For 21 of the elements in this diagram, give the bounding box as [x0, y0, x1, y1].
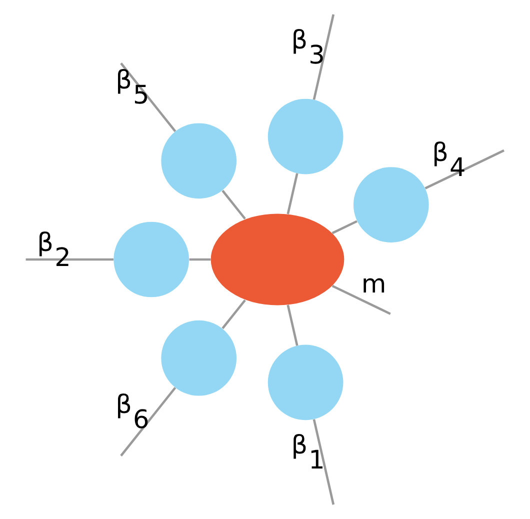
connector	[286, 304, 298, 346]
edge-label: m	[361, 269, 386, 300]
connector	[424, 149, 504, 190]
connector	[222, 299, 246, 330]
connector	[332, 220, 358, 234]
node-ellipse	[210, 214, 344, 306]
node-circle	[161, 320, 237, 396]
connector	[312, 419, 335, 505]
connector	[332, 284, 391, 315]
connector	[120, 386, 176, 456]
connector	[120, 62, 176, 132]
node-circle	[161, 123, 237, 199]
connector	[189, 258, 211, 261]
node-circle	[353, 167, 429, 242]
node-circle	[268, 344, 344, 420]
connector	[26, 258, 114, 261]
connector	[222, 190, 246, 220]
connector	[286, 173, 298, 214]
connector	[312, 14, 335, 100]
node-circle	[268, 98, 344, 174]
node-circle	[114, 222, 190, 298]
